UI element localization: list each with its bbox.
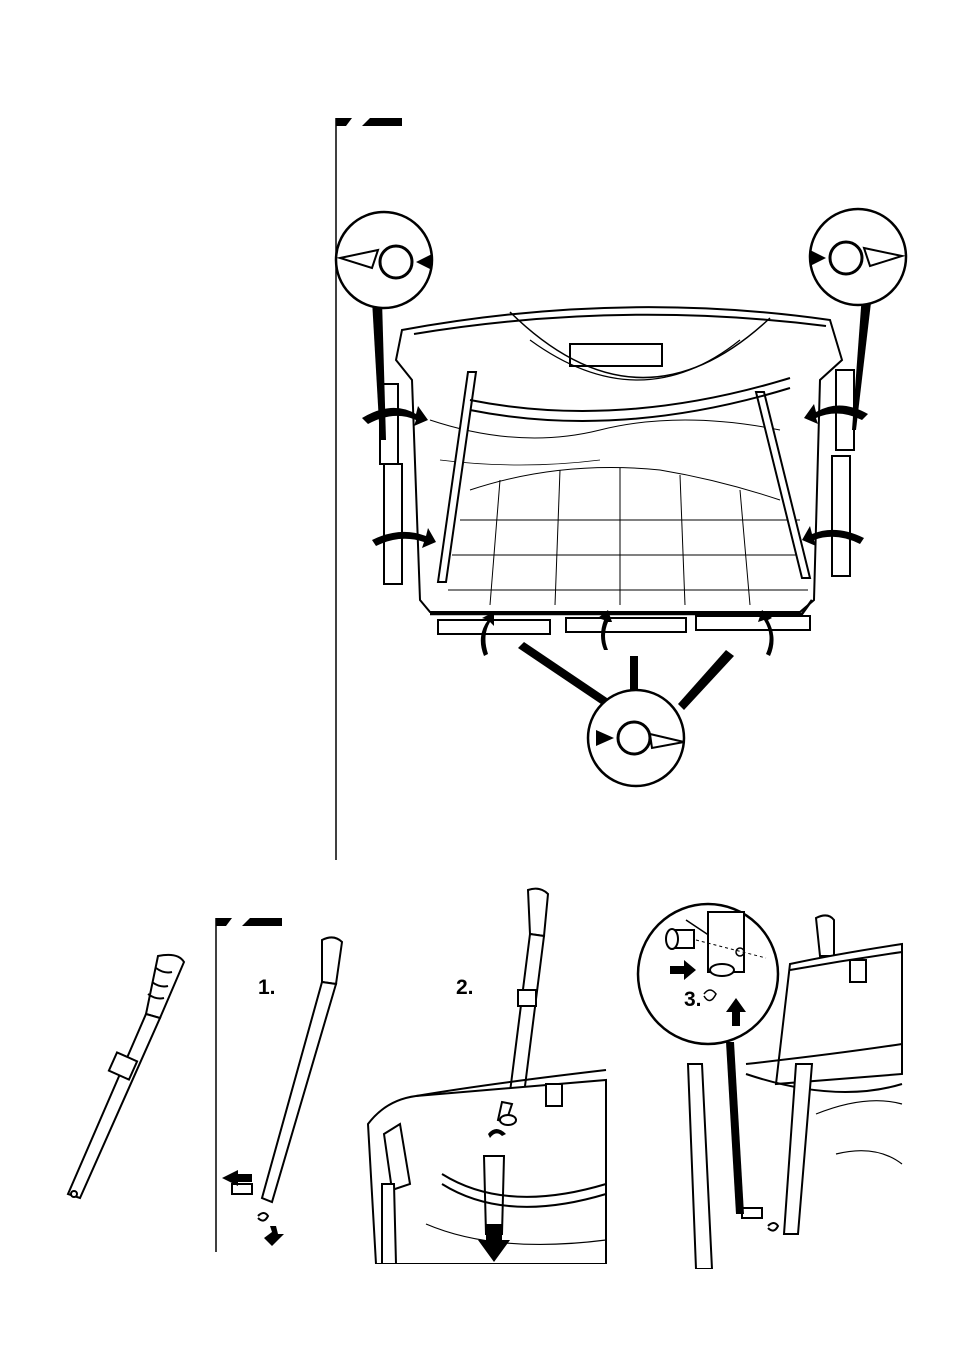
handle-grip-icon <box>528 889 548 936</box>
detail-circle-top-left <box>336 212 432 308</box>
step1-label: 1. <box>258 976 276 1000</box>
clevis-pin-icon <box>742 1208 762 1218</box>
step3-label: 3. <box>684 988 702 1012</box>
handle-tube-icon <box>60 948 200 1208</box>
catcher-frame-figure <box>0 0 954 870</box>
step1-figure: 1. <box>210 912 360 1257</box>
handle-figure <box>60 948 200 1208</box>
step3-drawing <box>636 894 906 1269</box>
hairpin-clip-icon <box>258 1213 268 1221</box>
hairpin-clip-icon <box>768 1223 778 1231</box>
catcher-frame-drawing <box>0 0 954 870</box>
leader-lines <box>726 1042 744 1214</box>
handle-grip-icon <box>322 937 342 984</box>
step2-figure: 2. <box>356 884 612 1264</box>
step2-drawing <box>356 884 612 1264</box>
detail-circle-bottom <box>588 690 684 786</box>
step2-label: 2. <box>456 976 474 1000</box>
detail-circle-top-right <box>810 209 906 305</box>
handle-grip-icon <box>816 915 834 956</box>
detail-circle-step3 <box>638 904 778 1044</box>
arrow-icon <box>264 1226 284 1246</box>
clevis-pin-icon <box>232 1184 252 1194</box>
step3-figure: 3. <box>636 894 906 1269</box>
step1-drawing <box>210 912 360 1257</box>
